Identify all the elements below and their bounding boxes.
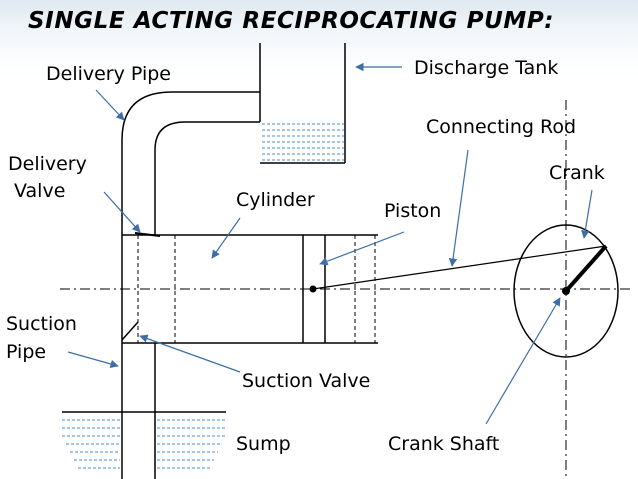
arrow-delivery-pipe xyxy=(95,89,125,121)
label-sump: Sump xyxy=(236,433,291,455)
arrow-suction-pipe xyxy=(67,351,119,369)
label-suction-pipe-line1: Suction xyxy=(6,313,77,335)
label-delivery-valve-line1: Delivery xyxy=(8,153,87,175)
suction-pipe xyxy=(121,343,156,479)
suction-valve xyxy=(121,321,139,341)
sump-water xyxy=(62,419,226,469)
label-cylinder: Cylinder xyxy=(236,189,315,211)
connecting-rod xyxy=(312,245,607,290)
diagram-title: SINGLE ACTING RECIPROCATING PUMP: xyxy=(28,8,555,34)
arrow-cylinder xyxy=(211,217,241,259)
label-crank: Crank xyxy=(549,162,605,184)
crank-circle xyxy=(513,224,619,358)
delivery-pipe xyxy=(121,91,260,235)
label-suction-pipe-line2: Pipe xyxy=(6,341,47,363)
label-delivery-pipe: Delivery Pipe xyxy=(46,63,171,85)
crank-arm xyxy=(564,244,608,293)
label-crank-shaft: Crank Shaft xyxy=(388,433,500,455)
piston-pin xyxy=(309,285,317,293)
arrow-piston xyxy=(319,231,405,266)
label-discharge-tank: Discharge Tank xyxy=(414,57,559,79)
arrow-crank xyxy=(581,189,593,239)
arrow-suction-valve xyxy=(139,334,241,373)
leader-arrows xyxy=(67,62,593,425)
label-delivery-valve-line2: Valve xyxy=(14,180,66,202)
cylinder xyxy=(121,234,378,344)
cylinder-dashed xyxy=(137,235,376,343)
title-band xyxy=(0,0,638,50)
crank-shaft-pin xyxy=(562,287,570,295)
discharge-tank xyxy=(259,43,346,164)
delivery-valve xyxy=(134,232,161,237)
tank-water xyxy=(262,123,344,161)
label-suction-valve: Suction Valve xyxy=(242,370,371,392)
arrow-crank-shaft xyxy=(485,297,561,425)
label-piston: Piston xyxy=(384,200,442,222)
label-connecting-rod: Connecting Rod xyxy=(426,116,577,138)
arrow-delivery-valve xyxy=(103,191,141,233)
arrow-connecting-rod xyxy=(448,149,469,267)
